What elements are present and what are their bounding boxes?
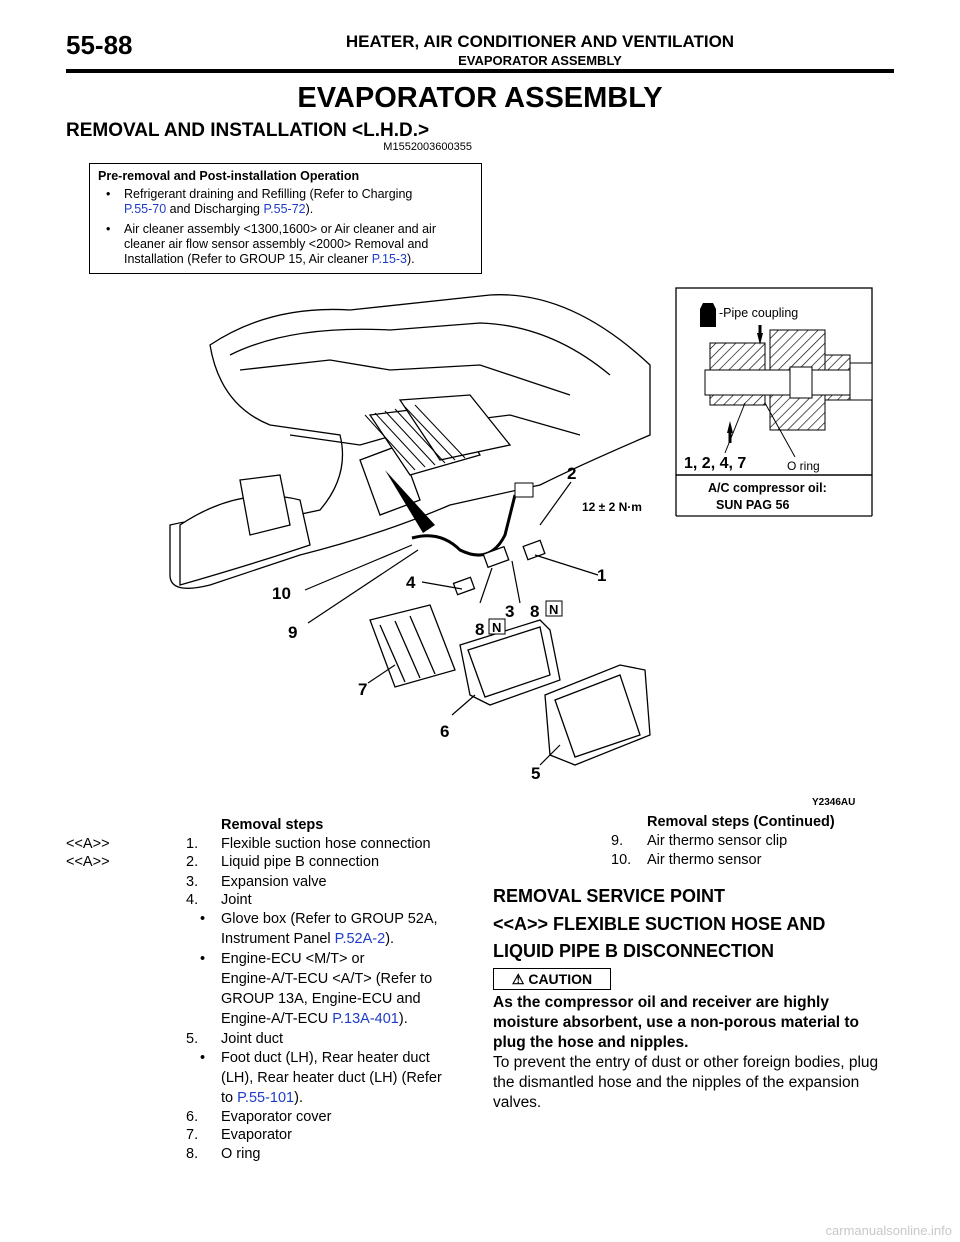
bullet-icon: • [200,951,206,967]
service-subtitle-2: LIQUID PIPE B DISCONNECTION [493,941,775,961]
sub-step-text: Engine-A/T-ECU P.13A-401). [221,1011,408,1027]
step-text: Liquid pipe B connection [221,854,380,870]
page-number: 55-88 [66,30,133,60]
step-text: Joint [221,892,252,908]
service-subtitle-1: <<A>> FLEXIBLE SUCTION HOSE AND [493,914,826,934]
step-ref: <<A>> [66,854,110,870]
step-number: 8. [186,1146,199,1162]
service-title: REMOVAL SERVICE POINT [493,886,726,906]
callout-3: 3 [505,602,514,621]
callout-8a: 8 [475,620,484,639]
caution-label: CAUTION [528,971,593,987]
callout-5: 5 [531,764,540,783]
callout-10: 10 [272,584,291,603]
components-drawing [369,539,651,766]
step-text: Air thermo sensor clip [647,833,788,849]
callout-8b: 8 [530,602,539,621]
header-subtitle: EVAPORATOR ASSEMBLY [458,53,622,68]
pre-op-box: Pre-removal and Post-installation Operat… [89,163,482,274]
caution-text: As the compressor oil and receiver are h… [493,994,860,1051]
step-text: Air thermo sensor [647,852,762,868]
step-number: 6. [186,1109,199,1125]
callout-7: 7 [358,680,367,699]
section-title: REMOVAL AND INSTALLATION <L.H.D.> [66,120,430,141]
oil-title: A/C compressor oil: [708,481,827,495]
sub-step-text: to P.55-101). [221,1090,303,1106]
bullet-icon: • [200,911,206,927]
callout-4: 4 [406,573,416,592]
bullet-icon: • [106,222,111,236]
sub-step-text: Engine-A/T-ECU <A/T> (Refer to [221,971,433,987]
sub-step-text: GROUP 13A, Engine-ECU and [221,991,421,1007]
step-number: 10. [611,852,632,868]
bullet-icon: • [200,1050,206,1066]
svg-text:N: N [549,602,558,617]
callout-2: 2 [567,464,576,483]
pre-op-bullet-2: • Air cleaner assembly <1300,1600> or Ai… [98,222,473,267]
callout-6: 6 [440,722,449,741]
pre-op-b1-link1[interactable]: P.55-70 [124,202,167,216]
pre-op-b2-link[interactable]: P.15-3 [371,252,408,266]
removal-steps-title: Removal steps [221,817,324,833]
sub-step-text: Foot duct (LH), Rear heater duct [221,1050,430,1066]
pre-op-b1-link2[interactable]: P.55-72 [263,202,306,216]
callout-9: 9 [288,623,297,642]
step-text: Flexible suction hose connection [221,836,431,852]
figure-code: Y2346AU [812,797,855,808]
hose-line [411,494,517,557]
leader-lines [304,481,599,766]
pre-op-b2-end: ). [407,252,415,266]
pre-op-b1-end: ). [305,202,314,216]
step-ref: <<A>> [66,836,110,852]
caution-badge: ⚠ CAUTION [493,968,611,990]
step-number: 1. [186,836,199,852]
ref-link[interactable]: P.52A-2 [334,931,386,947]
header-title: HEATER, AIR CONDITIONER AND VENTILATION [345,32,735,51]
step-number: 9. [611,833,624,849]
pre-op-b2-text: Air cleaner assembly <1300,1600> or Air … [124,222,436,266]
service-body: To prevent the entry of dust or other fo… [493,1054,879,1111]
ref-link[interactable]: P.13A-401 [332,1011,399,1027]
step-text: O ring [221,1146,261,1162]
section-code: M1552003600355 [383,141,472,153]
step-number: 7. [186,1127,199,1143]
pre-op-b1-mid: and Discharging [166,202,264,216]
inset-parts-label: 1, 2, 4, 7 [684,455,746,472]
pipe-coupling-inset: -Pipe coupling 1, 2, 4, 7 O ring A/C com… [675,287,873,517]
dashboard-drawing [169,294,651,589]
removal-steps-cont-title: Removal steps (Continued) [647,814,835,830]
step-text: Evaporator cover [221,1109,332,1125]
inset-oring-label: O ring [787,459,820,473]
evaporator-diagram: 1 2 3 4 5 6 7 8 8 9 10 N N 12 ± 2 N·m -P… [169,287,873,808]
indicator-arrow [385,470,435,533]
step-number: 5. [186,1031,199,1047]
inset-title: -Pipe coupling [719,306,798,320]
oil-can-icon [700,303,716,327]
callout-1: 1 [597,566,606,585]
step-number: 3. [186,874,199,890]
pre-op-b1-text: Refrigerant draining and Refilling (Refe… [124,187,413,201]
svg-text:N: N [492,620,501,635]
n-badge: N N [488,600,563,635]
bullet-icon: • [106,187,111,201]
vent-hatching [364,404,466,471]
step-text: Joint duct [221,1031,284,1047]
sub-step-text: Glove box (Refer to GROUP 52A, [221,911,438,927]
pre-op-title: Pre-removal and Post-installation Operat… [98,169,360,183]
step-number: 2. [186,854,199,870]
oil-value: SUN PAG 56 [716,498,789,512]
watermark: carmanualsonline.info [825,1223,952,1238]
step-number: 4. [186,892,199,908]
ref-link[interactable]: P.55-101 [237,1090,295,1106]
warning-icon: ⚠ [511,971,525,987]
step-text: Evaporator [221,1127,292,1143]
sub-step-text: (LH), Rear heater duct (LH) (Refer [221,1070,442,1086]
torque-label: 12 ± 2 N·m [582,500,642,514]
step-text: Expansion valve [221,874,327,890]
sub-step-text: Engine-ECU <M/T> or [221,951,365,967]
header-rule [66,69,894,73]
sub-step-text: Instrument Panel P.52A-2). [221,931,395,947]
main-title: EVAPORATOR ASSEMBLY [297,82,663,114]
pre-op-bullet-1: • Refrigerant draining and Refilling (Re… [98,187,473,217]
